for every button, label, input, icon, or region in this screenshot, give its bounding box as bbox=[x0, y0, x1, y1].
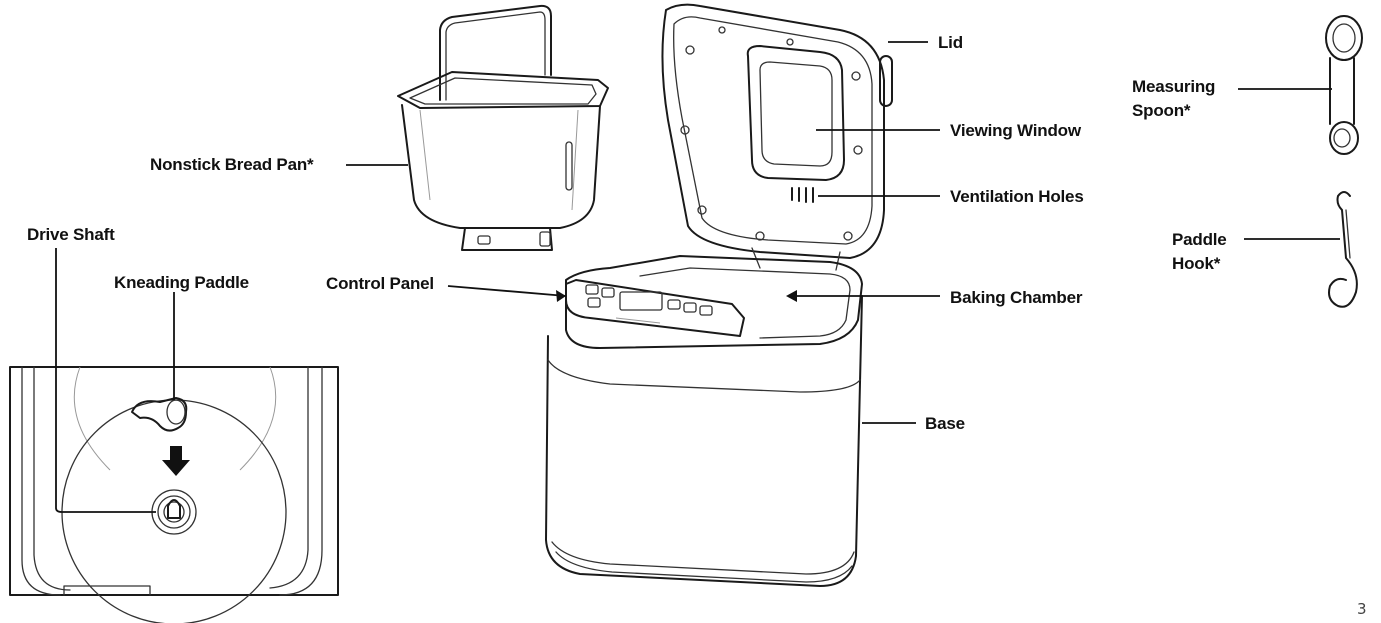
page-number: 3 bbox=[1357, 600, 1367, 618]
label-measuring-spoon-line1: Measuring bbox=[1132, 77, 1216, 96]
label-viewing-window: Viewing Window bbox=[950, 121, 1081, 140]
leader-lines bbox=[55, 41, 1340, 513]
label-lid: Lid bbox=[938, 33, 963, 52]
label-base: Base bbox=[925, 414, 965, 433]
label-control-panel: Control Panel bbox=[326, 274, 434, 293]
label-baking-chamber: Baking Chamber bbox=[950, 288, 1083, 307]
label-drive-shaft: Drive Shaft bbox=[27, 225, 115, 244]
label-paddle-hook-line2: Hook* bbox=[1172, 254, 1221, 273]
label-paddle-hook-line1: Paddle bbox=[1172, 230, 1227, 249]
measuring-spoon-illustration bbox=[1325, 15, 1363, 155]
label-nonstick-bread-pan: Nonstick Bread Pan* bbox=[150, 155, 314, 174]
label-kneading-paddle: Kneading Paddle bbox=[114, 273, 249, 292]
kneading-paddle-detail bbox=[9, 366, 339, 623]
bread-maker-illustration bbox=[545, 3, 893, 587]
label-measuring-spoon-line2: Spoon* bbox=[1132, 101, 1191, 120]
bread-pan-illustration bbox=[397, 4, 609, 251]
label-ventilation-holes: Ventilation Holes bbox=[950, 187, 1084, 206]
paddle-hook-illustration bbox=[1328, 191, 1358, 308]
